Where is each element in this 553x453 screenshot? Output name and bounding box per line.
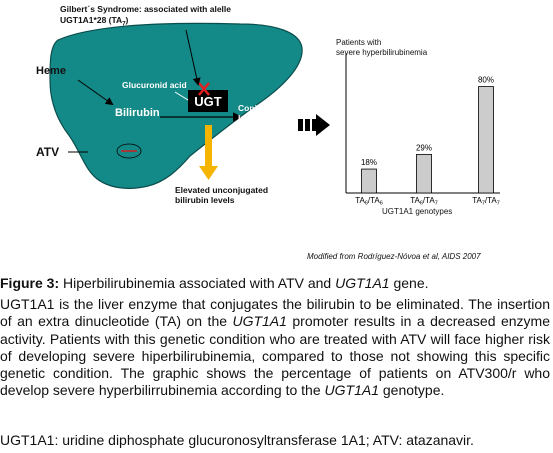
conjugated-label: Conjugated bilirubin [238, 103, 285, 123]
heme-arrow [77, 79, 114, 106]
heme-label: Heme [36, 65, 66, 77]
bar [416, 154, 432, 194]
body-part-3: genotype. [378, 382, 445, 399]
gilbert-line-1: Gilbert´s Syndrome: associated with alel… [60, 4, 231, 14]
caption-label: Figure 3: [0, 275, 60, 291]
body-part-2: promoter results in a decreased enzyme a… [0, 313, 550, 399]
caption-gene: UGT1A1 [335, 275, 390, 291]
body-gene-1: UGT1A1 [232, 313, 287, 330]
glucuronid-label: Glucuronid acid [122, 80, 187, 90]
figure-panel: UGT [36, 4, 500, 261]
liver-shape [49, 22, 303, 189]
glucuronid-arrow [174, 91, 189, 101]
gilbert-arrow [185, 29, 201, 86]
bar [478, 86, 494, 194]
figure-caption: Figure 3: Hiperbilirubinemia associated … [0, 275, 550, 292]
chart-title-line-2: severe hyperbilirubinemia [336, 47, 428, 57]
bar [361, 168, 377, 194]
chart-xlabel: UGT1A1 genotypes [382, 207, 453, 216]
elevated-label: Elevated unconjugated bilirubin levels [175, 185, 268, 205]
gilbert-sub: 7 [122, 21, 126, 28]
elevated-line-1: Elevated unconjugated [175, 185, 269, 195]
chart-title-line-1: Patients with [336, 38, 382, 47]
ugt-box [188, 90, 228, 112]
chart-title: Patients with severe hyperbilirubinemia [336, 38, 427, 57]
caption-text-a: Hiperbilirubinemia associated with ATV a… [59, 275, 336, 291]
body-paragraph: UGT1A1 is the liver enzyme that conjugat… [0, 296, 550, 400]
category-tick-label: TA7/TA7 [472, 196, 500, 207]
bar-chart: 18% TA6/TA6 29% TA6/TA7 80% TA7/TA7 [345, 53, 500, 207]
ugt-label: UGT [194, 94, 222, 109]
gilbert-note: Gilbert´s Syndrome: associated with alel… [60, 4, 231, 30]
source-note: Modified from Rodríguez-Nóvoa et al, AID… [307, 252, 481, 261]
category-tick-label: TA6/TA7 [410, 196, 438, 207]
bar-value-label: 29% [416, 143, 432, 152]
right-arrow-icon [298, 114, 330, 136]
category-tick-label: TA6/TA6 [355, 196, 383, 207]
conjugated-line-1: Conjugated [238, 103, 285, 113]
bar-value-label: 18% [361, 158, 377, 167]
gilbert-close: ) [125, 14, 129, 25]
elevation-arrow [199, 125, 218, 180]
abbreviations: UGT1A1: uridine diphosphate glucuronosyl… [0, 432, 474, 448]
conjugated-line-2: bilirubin [238, 112, 272, 123]
body-part-1: UGT1A1 is the liver enzyme that conjugat… [0, 296, 550, 330]
elevated-line-2: bilirubin levels [175, 195, 235, 205]
caption-text-b: gene. [389, 275, 429, 291]
gilbert-line-2: UGT1A1*28 (TA [60, 14, 123, 25]
atv-oval-icon [116, 143, 142, 159]
figure-svg: UGT [49, 22, 500, 207]
body-gene-2: UGT1A1 [324, 382, 379, 399]
bilirubin-label: Bilirubin [115, 107, 160, 119]
cross-icon [198, 82, 210, 96]
bar-value-label: 80% [478, 76, 494, 85]
atv-label: ATV [36, 145, 60, 159]
